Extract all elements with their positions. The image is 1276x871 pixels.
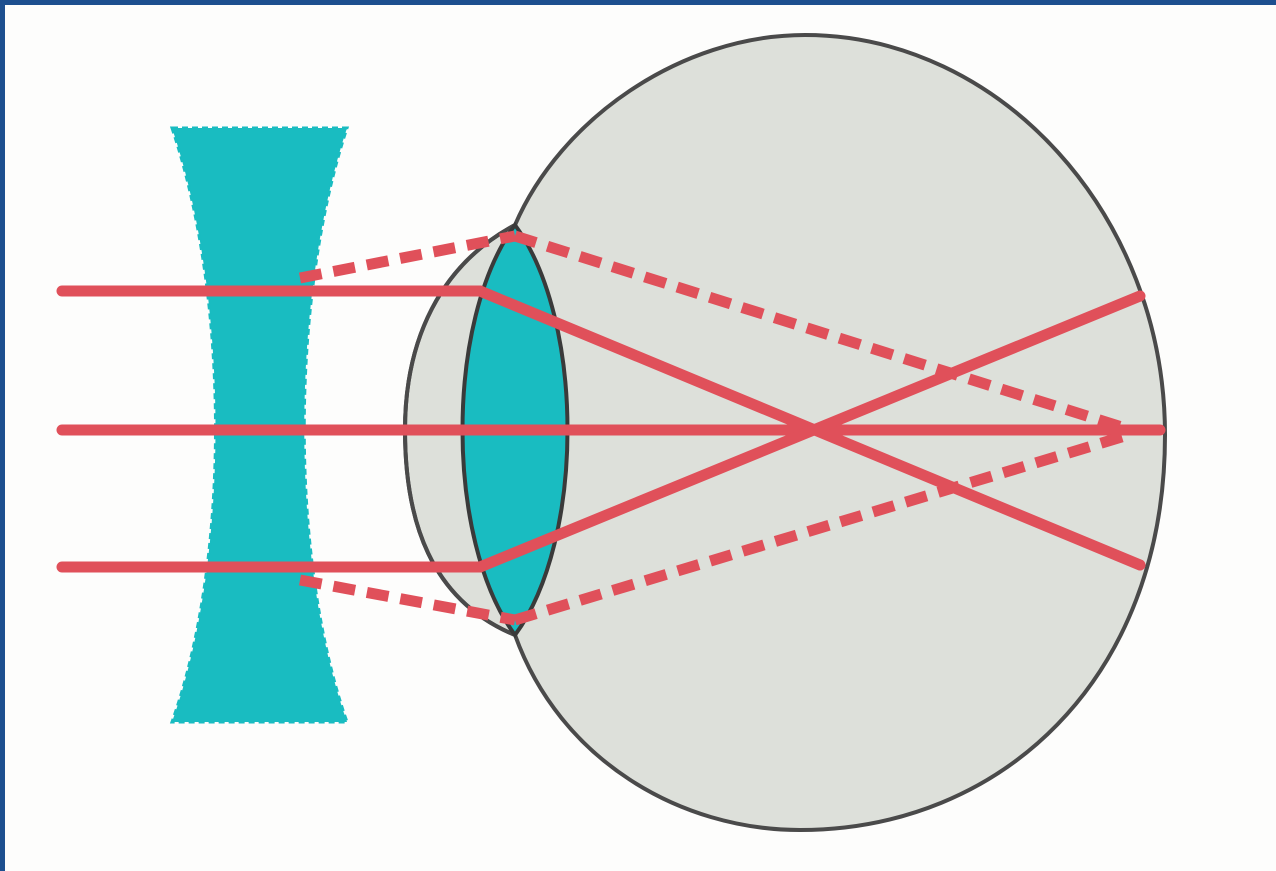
myopia-correction-diagram [0,0,1276,871]
slide-frame [0,0,1276,871]
